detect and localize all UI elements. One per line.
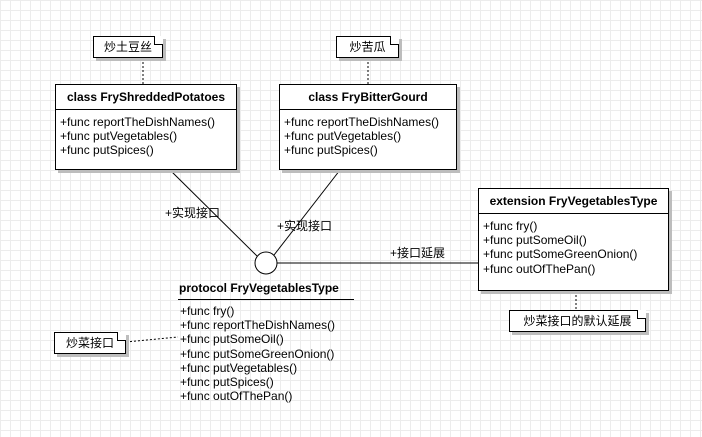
method-item: +func putSomeOil()	[483, 233, 587, 248]
note-shredded-text: 炒土豆丝	[103, 40, 152, 54]
method-item: +func reportTheDishNames()	[284, 115, 440, 129]
method-list: +func reportTheDishNames() +func putVege…	[56, 110, 236, 158]
method-item: +func putVegetables()	[60, 129, 178, 144]
method-item: +func reportTheDishNames()	[60, 115, 216, 129]
class-fry-bitter-gourd[interactable]: class FryBitterGourd +func reportTheDish…	[279, 84, 457, 170]
note-interface-link	[125, 336, 179, 343]
method-item: +func fry()	[483, 219, 538, 233]
method-item: +func putVegetables()	[284, 129, 402, 144]
method-item: +func reportTheDishNames()	[180, 318, 336, 333]
protocol-title[interactable]: protocol FryVegetablesType	[179, 281, 339, 295]
method-item: +func outOfThePan()	[483, 261, 596, 276]
note-interface[interactable]: 炒菜接口	[54, 332, 126, 354]
interface-lollipop-icon	[254, 251, 278, 275]
extension-fry-vegetables-type[interactable]: extension FryVegetablesType +func fry() …	[478, 188, 669, 291]
method-item: +func putSomeOil()	[180, 332, 284, 347]
extend-label: +接口延展	[390, 246, 446, 260]
method-item: +func putSomeGreenOnion()	[180, 346, 335, 361]
method-item: +func outOfThePan()	[180, 389, 293, 404]
method-list: +func reportTheDishNames() +func putVege…	[280, 110, 456, 158]
note-extension-text: 炒菜接口的默认延展	[523, 314, 632, 328]
method-item: +func putSpices()	[180, 375, 274, 390]
method-item: +func putSpices()	[284, 143, 378, 158]
note-interface-text: 炒菜接口	[65, 336, 114, 350]
class-fry-shredded-potatoes[interactable]: class FryShreddedPotatoes +func reportTh…	[55, 84, 237, 170]
realize-right-label: +实现接口	[277, 219, 333, 233]
method-item: +func fry()	[180, 304, 235, 318]
method-list: +func fry() +func putSomeOil() +func put…	[479, 214, 668, 276]
protocol-divider	[178, 299, 354, 300]
protocol-method-list: +func fry() +func reportTheDishNames() +…	[180, 304, 335, 403]
method-item: +func putSomeGreenOnion()	[483, 247, 638, 262]
realize-left-label: +实现接口	[165, 206, 221, 220]
realize-left-line	[169, 169, 258, 257]
note-bitter[interactable]: 炒苦瓜	[336, 36, 399, 58]
note-extension[interactable]: 炒菜接口的默认延展	[509, 310, 646, 332]
method-item: +func putVegetables()	[180, 360, 298, 375]
class-title: class FryShreddedPotatoes	[56, 85, 236, 110]
note-shredded[interactable]: 炒土豆丝	[93, 36, 163, 58]
method-item: +func putSpices()	[60, 143, 154, 158]
realize-right-line	[273, 169, 341, 256]
note-bitter-text: 炒苦瓜	[349, 40, 386, 54]
extension-title: extension FryVegetablesType	[479, 189, 668, 214]
class-title: class FryBitterGourd	[280, 85, 456, 110]
